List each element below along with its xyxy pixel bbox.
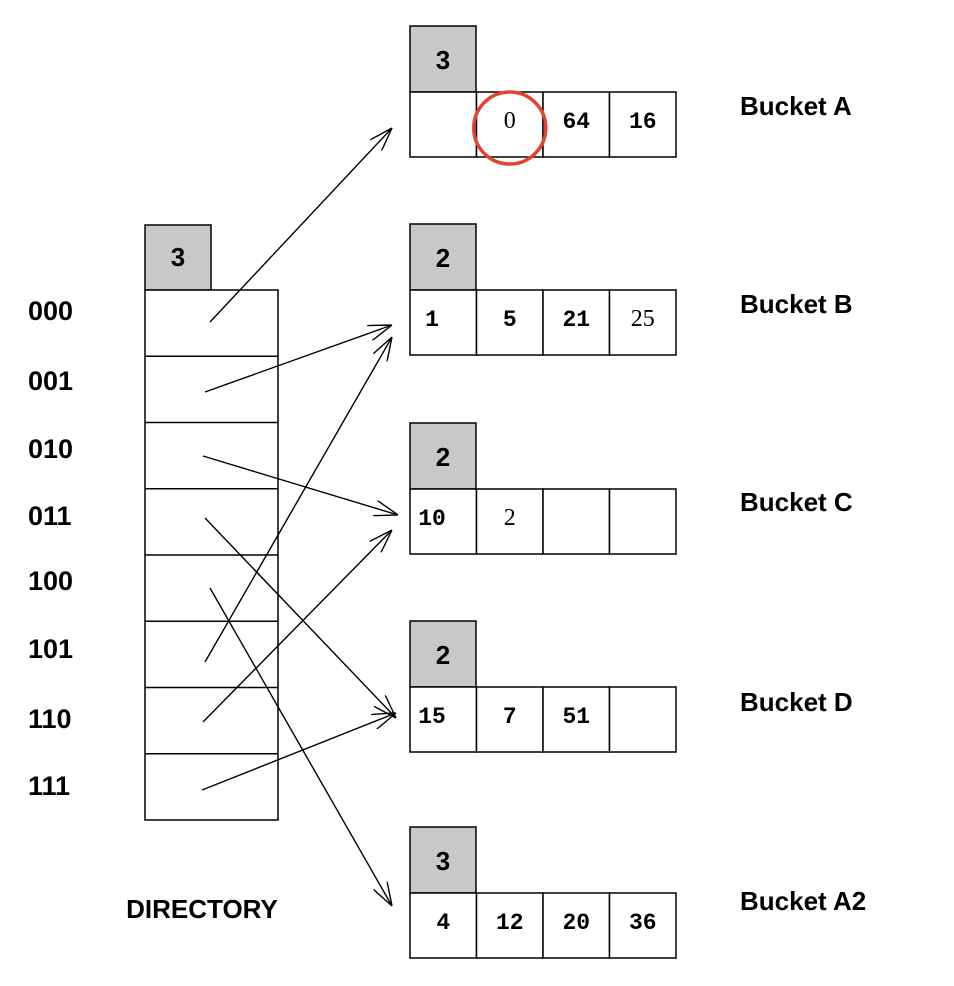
directory-label: DIRECTORY bbox=[126, 894, 278, 924]
directory-table bbox=[144, 289, 279, 821]
bucket-a2: 3 4 12 20 36 Bucket A2 bbox=[409, 826, 866, 959]
bucket-slot-value: 7 bbox=[503, 704, 517, 730]
directory-entry-bits: 001 bbox=[28, 366, 73, 396]
bucket-slot bbox=[409, 892, 478, 959]
bucket-local-depth-value: 2 bbox=[436, 442, 450, 472]
bucket-slot-value: 0 bbox=[504, 108, 516, 134]
highlight-circle bbox=[472, 90, 548, 166]
bucket-slot-value: 15 bbox=[418, 704, 446, 730]
bucket-label: Bucket C bbox=[740, 487, 853, 517]
bucket-slot-value: 10 bbox=[418, 506, 446, 532]
pointer-arrow bbox=[202, 530, 392, 723]
pointer-arrow bbox=[201, 713, 396, 791]
bucket-label: Bucket D bbox=[740, 687, 853, 717]
bucket-slot-value: 25 bbox=[631, 306, 655, 332]
bucket-slot bbox=[475, 91, 544, 158]
bucket-slot-value: 21 bbox=[562, 307, 590, 333]
pointer-arrow bbox=[204, 517, 396, 718]
bucket-local-depth-box bbox=[409, 826, 477, 894]
bucket-slot bbox=[542, 488, 611, 555]
bucket-slot-value: 36 bbox=[629, 910, 657, 936]
bucket-slot-value: 2 bbox=[504, 505, 516, 531]
bucket-slot bbox=[409, 91, 478, 158]
bucket-local-depth-box bbox=[409, 620, 477, 688]
bucket-local-depth-value: 2 bbox=[436, 640, 450, 670]
bucket-slot bbox=[475, 488, 544, 555]
bucket-slot-value: 12 bbox=[496, 910, 524, 936]
bucket-slot bbox=[608, 488, 677, 555]
pointer-arrow bbox=[209, 587, 392, 906]
bucket-slot bbox=[409, 488, 478, 555]
bucket-local-depth-value: 3 bbox=[436, 846, 450, 876]
bucket-slot-value: 16 bbox=[629, 109, 657, 135]
bucket-local-depth-box bbox=[409, 223, 477, 291]
bucket-local-depth-box bbox=[409, 422, 477, 490]
bucket-slot-value: 1 bbox=[425, 307, 439, 333]
bucket-slot bbox=[475, 289, 544, 356]
directory-entry-bits: 010 bbox=[28, 434, 73, 464]
bucket-slot-value: 20 bbox=[562, 910, 590, 936]
bucket-slot bbox=[608, 892, 677, 959]
bucket-slot bbox=[608, 91, 677, 158]
directory-entry-bits: 011 bbox=[28, 501, 72, 531]
bucket-slot bbox=[542, 892, 611, 959]
bucket-slot-value: 4 bbox=[436, 910, 450, 936]
bucket-slot-value: 5 bbox=[503, 307, 517, 333]
directory-global-depth: 3 bbox=[144, 224, 212, 291]
directory-bit-labels: 000 001 010 011 100 101 110 111 bbox=[28, 296, 73, 801]
bucket-label: Bucket A bbox=[740, 91, 852, 121]
pointer-arrow bbox=[204, 337, 392, 663]
bucket-local-depth-value: 3 bbox=[436, 45, 450, 75]
directory-global-depth-value: 3 bbox=[171, 242, 185, 272]
directory-pointers bbox=[201, 128, 398, 906]
bucket-slot bbox=[542, 686, 611, 753]
bucket-local-depth-box bbox=[409, 25, 477, 93]
pointer-arrow bbox=[202, 455, 398, 515]
pointer-arrow bbox=[209, 128, 392, 323]
directory-entry-bits: 101 bbox=[28, 634, 73, 664]
directory-entry-bits: 110 bbox=[28, 704, 72, 734]
bucket-slot bbox=[409, 289, 478, 356]
pointer-arrow bbox=[204, 325, 392, 393]
bucket-local-depth-value: 2 bbox=[436, 243, 450, 273]
bucket-d: 2 15 7 51 Bucket D bbox=[409, 620, 853, 753]
bucket-slot bbox=[475, 892, 544, 959]
directory-entry-bits: 111 bbox=[28, 771, 70, 801]
bucket-label: Bucket A2 bbox=[740, 886, 866, 916]
directory-entry-bits: 100 bbox=[28, 566, 73, 596]
bucket-slot-value: 64 bbox=[562, 109, 590, 135]
bucket-slot bbox=[542, 289, 611, 356]
directory-entry-bits: 000 bbox=[28, 296, 73, 326]
bucket-slot bbox=[608, 289, 677, 356]
bucket-a: 3 0 64 16 Bucket A bbox=[409, 25, 852, 166]
bucket-slot bbox=[608, 686, 677, 753]
bucket-label: Bucket B bbox=[740, 289, 853, 319]
bucket-slot bbox=[542, 91, 611, 158]
bucket-slot-value: 51 bbox=[562, 704, 590, 730]
